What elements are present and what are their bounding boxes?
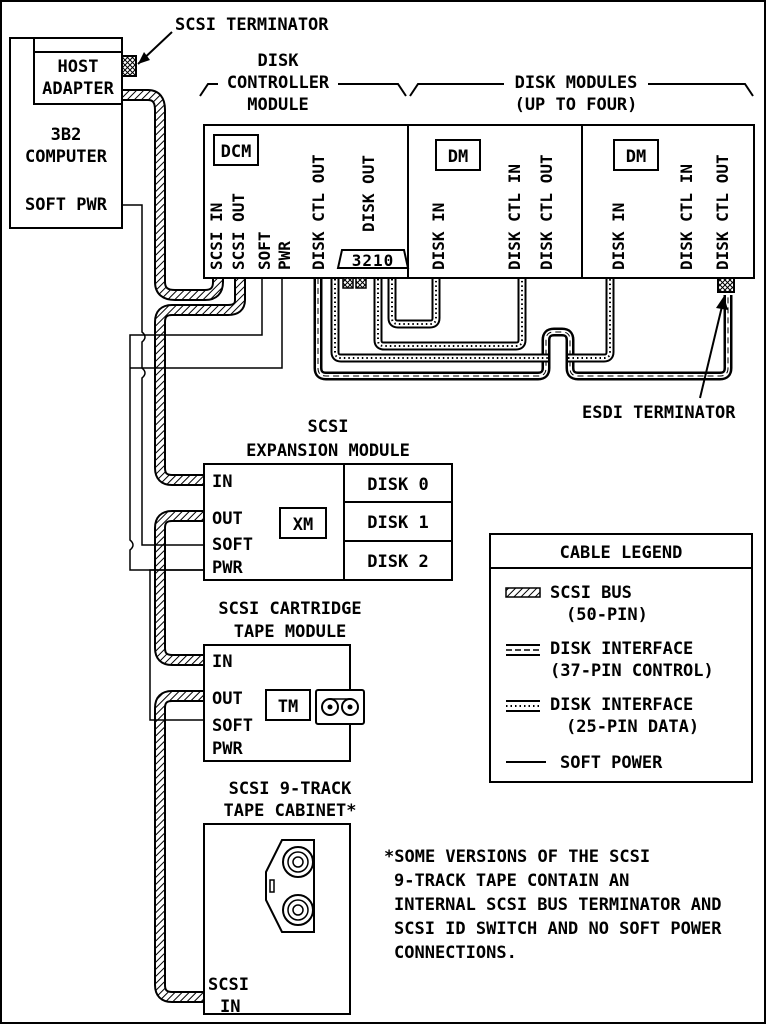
cabinet-port-scsi: SCSI (208, 975, 249, 995)
dcm-port-soft: SOFT (255, 231, 274, 270)
legend-item-2-line2: (37-PIN CONTROL) (550, 661, 714, 681)
dm2-port-disk-ctl-out: DISK CTL OUT (713, 154, 732, 270)
expansion-header-1: SCSI (308, 417, 349, 437)
dcm-tag-text: DCM (221, 142, 252, 162)
cartridge-icon (315, 689, 365, 725)
dcm-header-1: DISK (258, 51, 300, 71)
legend-item-3-line1: DISK INTERFACE (550, 695, 693, 715)
dm1-port-disk-in: DISK IN (429, 203, 448, 270)
expansion-header-2: EXPANSION MODULE (246, 441, 410, 461)
dm-tag-2 (613, 139, 659, 171)
legend-swatch-disk-control (506, 644, 540, 656)
cabinet-port-in: IN (220, 997, 240, 1017)
soft-power-lines (120, 204, 283, 721)
dcm-port-disk-out: DISK OUT (359, 155, 378, 232)
expansion-port-out: OUT (212, 509, 243, 529)
dcm-port-scsi-out: SCSI OUT (229, 193, 248, 270)
tape-port-out: OUT (212, 689, 243, 709)
dm2-port-disk-in: DISK IN (609, 203, 628, 270)
dm1-port-disk-ctl-in: DISK CTL IN (505, 164, 524, 270)
cabinet-header-1: SCSI 9-TRACK (229, 779, 353, 799)
footnote: *SOME VERSIONS OF THE SCSI 9-TRACK TAPE … (384, 847, 722, 963)
footnote-line-5: CONNECTIONS. (394, 943, 517, 963)
dcm-port-pwr: PWR (275, 241, 294, 270)
tm-tag (265, 689, 311, 721)
disk-controller-chassis: DCM SCSI IN SCSI OUT SOFT PWR DISK CTL O… (203, 124, 755, 423)
esdi-terminator-label: ESDI TERMINATOR (582, 403, 736, 423)
tape-port-in: IN (212, 652, 232, 672)
disk-interface-cables (313, 270, 733, 381)
footnote-line-4: SCSI ID SWITCH AND NO SOFT POWER (394, 919, 722, 939)
expansion-disk-1: DISK 1 (367, 513, 428, 533)
tm-tag-text: TM (278, 697, 298, 717)
disk-modules-header-2: (UP TO FOUR) (515, 95, 638, 115)
dcm-port-scsi-in: SCSI IN (207, 203, 226, 270)
esdi-terminator-plug (717, 277, 735, 293)
legend-item-4-line1: SOFT POWER (560, 753, 663, 773)
expansion-disk-2: DISK 2 (367, 552, 428, 572)
cable-legend: CABLE LEGEND SCSI BUS (50-PIN) DISK INTE… (489, 533, 753, 783)
tape-header-1: SCSI CARTRIDGE (218, 599, 361, 619)
dcm-tag (213, 134, 259, 166)
3b2-computer: HOST ADAPTER 3B2 COMPUTER SOFT PWR SCSI … (9, 15, 329, 229)
expansion-disk-0: DISK 0 (367, 475, 428, 495)
legend-swatch-scsi-bus (505, 587, 541, 598)
dm2-port-disk-ctl-in: DISK CTL IN (677, 164, 696, 270)
xm-tag-text: XM (293, 515, 313, 535)
disk-out-connector (336, 249, 410, 269)
host-adapter-label-2: ADAPTER (42, 79, 114, 99)
tape-port-soft: SOFT (212, 716, 253, 736)
disk-switch-digits: 3210 (352, 251, 395, 270)
soft-pwr-label: SOFT PWR (25, 195, 108, 215)
footnote-line-3: INTERNAL SCSI BUS TERMINATOR AND (394, 895, 722, 915)
tape-header-2: TAPE MODULE (234, 622, 347, 642)
computer-label-1: 3B2 (51, 125, 82, 145)
host-adapter-label-1: HOST (58, 57, 99, 77)
expansion-module: SCSI EXPANSION MODULE IN OUT SOFT PWR XM… (203, 417, 453, 581)
xm-tag (279, 507, 327, 539)
tape-port-pwr: PWR (212, 739, 243, 759)
nine-track-tape-cabinet: SCSI 9-TRACK TAPE CABINET* SCSI IN (203, 779, 357, 1017)
footnote-line-2: 9-TRACK TAPE CONTAIN AN (394, 871, 629, 891)
dm1-port-disk-ctl-out: DISK CTL OUT (537, 154, 556, 270)
legend-title: CABLE LEGEND (560, 543, 683, 563)
expansion-port-pwr: PWR (212, 558, 243, 578)
dm-tag-1 (435, 139, 481, 171)
legend-item-1-line2: (50-PIN) (566, 605, 648, 625)
legend-item-3-line2: (25-PIN DATA) (566, 717, 699, 737)
legend-item-2-line1: DISK INTERFACE (550, 639, 693, 659)
legend-item-1-line1: SCSI BUS (550, 583, 632, 603)
host-adapter (33, 51, 123, 105)
scsi-bus-cables (120, 89, 246, 1003)
expansion-port-in: IN (212, 472, 232, 492)
legend-swatch-disk-data (506, 700, 540, 712)
dm-tag-1-text: DM (448, 147, 468, 167)
expansion-port-soft: SOFT (212, 535, 253, 555)
scsi-terminator-plug (121, 55, 137, 77)
scsi-terminator-label: SCSI TERMINATOR (175, 15, 329, 35)
top-headers: DISK CONTROLLER MODULE DISK MODULES (UP … (199, 51, 754, 115)
footnote-line-1: *SOME VERSIONS OF THE SCSI (384, 847, 650, 867)
disk-modules-header-1: DISK MODULES (515, 73, 638, 93)
dm-tag-2-text: DM (626, 147, 646, 167)
dcm-header-2: CONTROLLER (227, 73, 330, 93)
cartridge-tape-module: SCSI CARTRIDGE TAPE MODULE IN OUT SOFT P… (203, 599, 365, 762)
cabinet-header-2: TAPE CABINET* (223, 801, 356, 821)
dcm-port-disk-ctl-out: DISK CTL OUT (309, 154, 328, 270)
dcm-header-3: MODULE (247, 95, 308, 115)
computer-label-2: COMPUTER (25, 147, 108, 167)
tape-reels-icon (265, 839, 315, 933)
